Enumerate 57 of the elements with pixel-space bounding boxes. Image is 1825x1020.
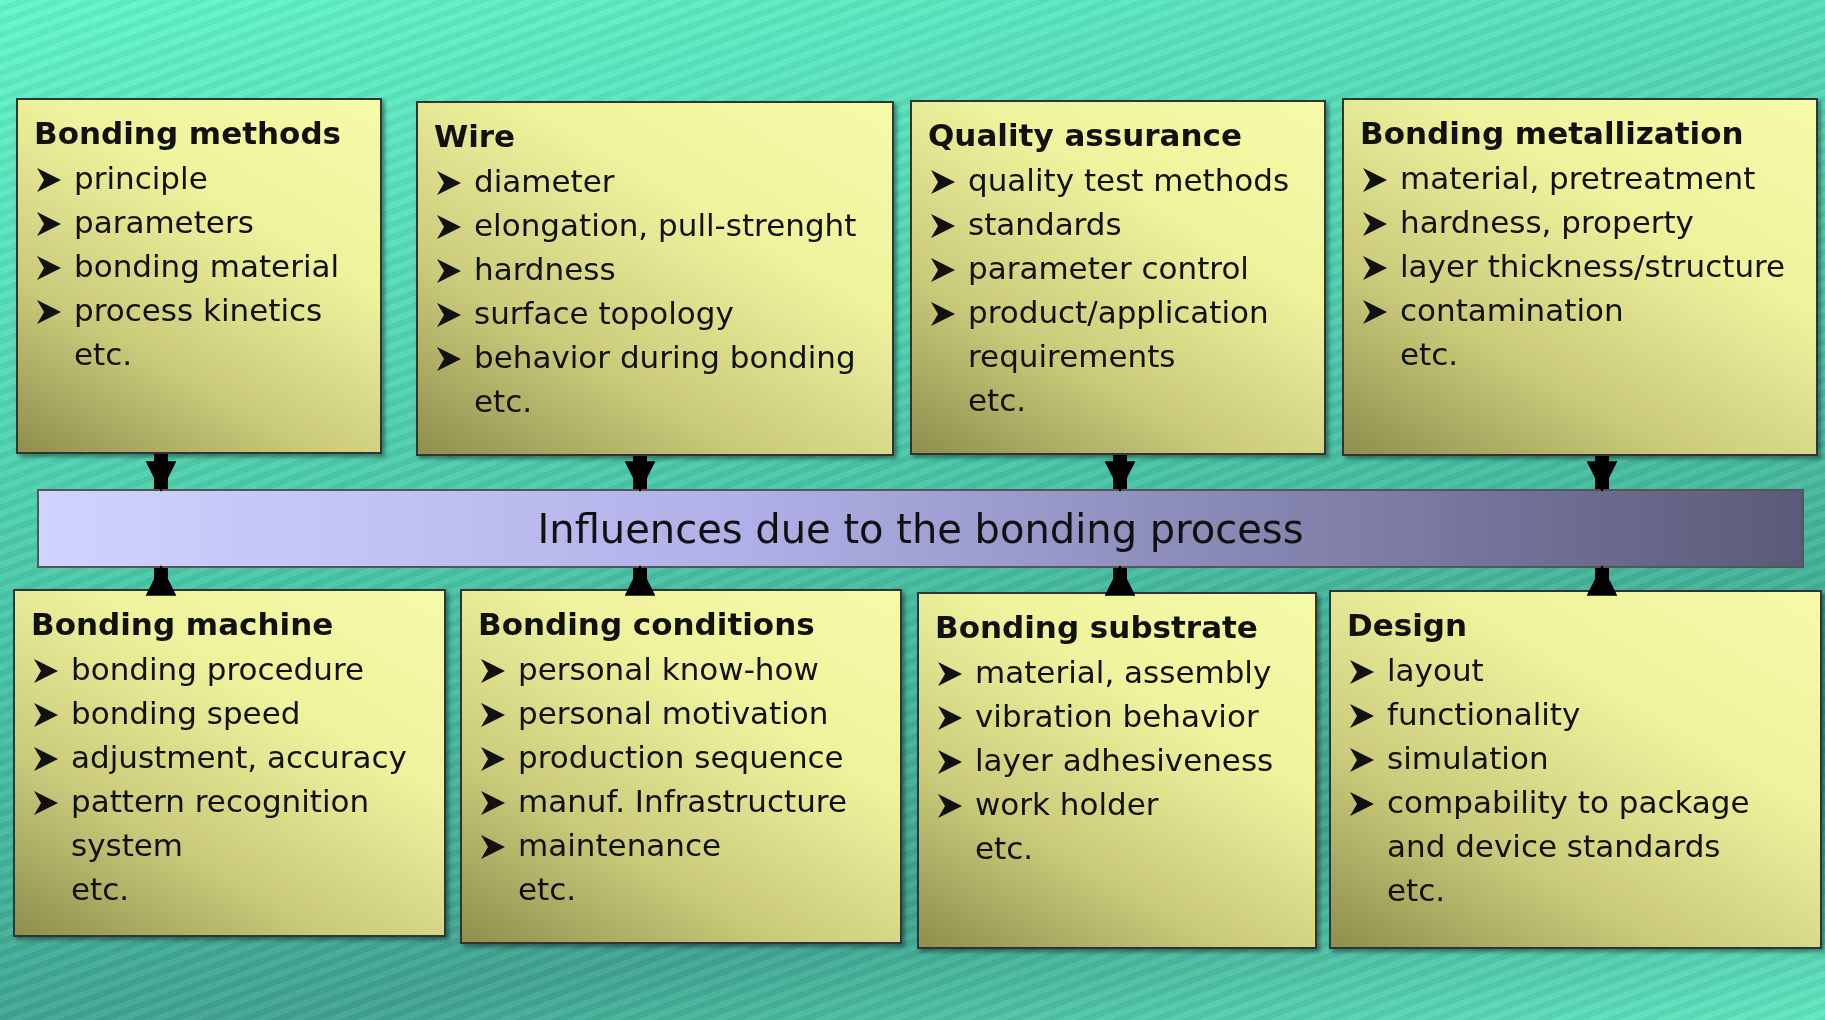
list-item: simulation: [1387, 739, 1549, 778]
box-heading: Bonding substrate: [935, 608, 1259, 647]
list-item: work holder: [975, 785, 1159, 824]
list-item: vibration behavior: [975, 697, 1259, 736]
list-note: etc.: [74, 335, 133, 374]
list-item: process kinetics: [74, 291, 323, 330]
list-item: bonding material: [74, 247, 340, 286]
list-note: etc.: [1400, 335, 1459, 374]
info-box: [416, 101, 894, 456]
list-item: bonding procedure: [71, 650, 365, 689]
list-item: layer thickness/structure: [1400, 247, 1786, 286]
list-note: etc.: [1387, 871, 1446, 910]
box-heading: Bonding methods: [34, 114, 343, 153]
list-note: etc.: [968, 381, 1027, 420]
list-item: bonding speed: [71, 694, 301, 733]
box-heading: Bonding metallization: [1360, 114, 1745, 153]
list-item: adjustment, accuracy: [71, 738, 407, 777]
list-item: layer adhesiveness: [975, 741, 1274, 780]
list-item: principle: [74, 159, 208, 198]
list-item: material, pretreatment: [1400, 159, 1756, 198]
info-box: [13, 589, 446, 937]
list-item: material, assembly: [975, 653, 1272, 692]
info-box: [1329, 590, 1822, 949]
info-box: [910, 100, 1326, 455]
list-item: maintenance: [518, 826, 722, 865]
list-item: hardness, property: [1400, 203, 1694, 242]
list-note: etc.: [474, 382, 533, 421]
list-note: etc.: [71, 870, 130, 909]
list-item: personal motivation: [518, 694, 829, 733]
info-box: [1342, 98, 1818, 456]
list-item: manuf. Infrastructure: [518, 782, 847, 821]
banner-title: Influences due to the bonding process: [537, 505, 1304, 552]
list-item: parameter control: [968, 249, 1249, 288]
list-item: personal know-how: [518, 650, 819, 689]
list-item: parameters: [74, 203, 254, 242]
list-note: etc.: [975, 829, 1034, 868]
list-item: quality test methods: [968, 161, 1290, 200]
info-box: [16, 98, 382, 454]
list-note: etc.: [518, 870, 577, 909]
list-item: surface topology: [474, 294, 734, 333]
list-item: production sequence: [518, 738, 844, 777]
box-heading: Quality assurance: [928, 116, 1243, 155]
banner: [37, 489, 1804, 568]
box-heading: Design: [1347, 606, 1469, 645]
info-box: [917, 592, 1317, 949]
box-heading: Wire: [434, 117, 517, 156]
list-item: functionality: [1387, 695, 1581, 734]
list-item: hardness: [474, 250, 616, 289]
list-item: diameter: [474, 162, 615, 201]
list-item: standards: [968, 205, 1122, 244]
list-item: elongation, pull-strenght: [474, 206, 857, 245]
list-item: contamination: [1400, 291, 1624, 330]
box-heading: Bonding machine: [31, 605, 335, 644]
list-item: layout: [1387, 651, 1484, 690]
info-box: [460, 589, 902, 944]
list-item: behavior during bonding: [474, 338, 856, 377]
box-heading: Bonding conditions: [478, 605, 816, 644]
